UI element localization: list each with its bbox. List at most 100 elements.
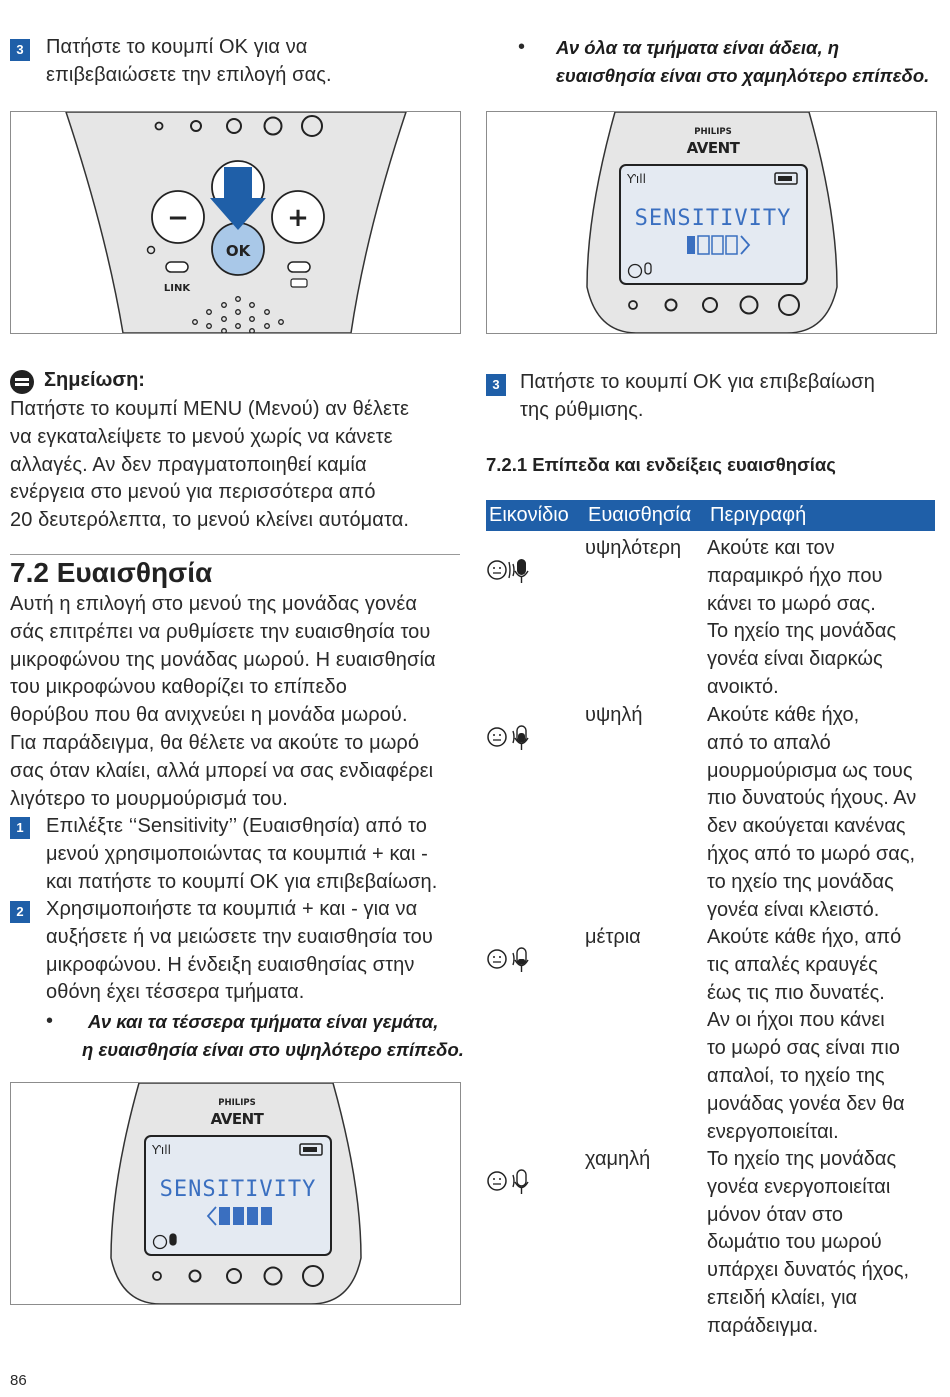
step-number-badge: 3	[10, 39, 30, 61]
table-header: Εικονίδιο Ευαισθησία Περιγραφή	[486, 500, 935, 531]
step-text-line: της ρύθμισης.	[520, 398, 644, 421]
battery-icon	[774, 172, 798, 185]
microphone-icon	[169, 1233, 177, 1246]
description-line: Ακούτε και τον	[707, 537, 835, 559]
note-line: να εγκαταλείψετε το μενού χωρίς να κάνετ…	[10, 425, 393, 448]
section-intro: Αυτή η επιλογή στο μενού της μονάδας γον…	[10, 591, 436, 813]
intro-line: σας όταν κλαίει, αλλά μπορεί να σας ενδι…	[10, 759, 434, 782]
bullet-text-line: ευαισθησία είναι στο χαμηλότερο επίπεδο.	[556, 64, 930, 86]
intro-line: Αυτή η επιλογή στο μενού της μονάδας γον…	[10, 593, 418, 615]
note-line: αλλαγές. Αν δεν πραγματοποιηθεί καμία	[10, 453, 367, 476]
bullet-text-line: η ευαισθησία είναι στο υψηλότερο επίπεδο…	[82, 1038, 464, 1060]
step1-text: Επιλέξτε ‘‘Sensitivity’’ (Ευαισθησία) απ…	[46, 813, 437, 896]
description-line: μουρμούρισμα ως τους	[707, 759, 913, 782]
step-text-line: επιβεβαιώσετε την επιλογή σας.	[46, 63, 332, 86]
table-header-description: Περιγραφή	[710, 504, 807, 526]
intro-line: του μικροφώνου καθορίζει το επίπεδο	[10, 676, 347, 699]
step-text-line: Επιλέξτε ‘‘Sensitivity’’ (Ευαισθησία) απ…	[46, 815, 428, 837]
step-text-line: οθόνη έχει τέσσερα τμήματα.	[46, 981, 305, 1004]
intro-line: θορύβου που θα ανιχνεύει η μονάδα μωρού.	[10, 704, 408, 727]
description-line: γονέα είναι κλειστό.	[707, 898, 880, 921]
description-line: δωμάτιο του μωρού	[707, 1231, 882, 1254]
sensitivity-level: υψηλότερη	[585, 537, 682, 559]
step-text-line: Χρησιμοποιήστε τα κουμπιά + και - για να	[46, 898, 418, 920]
description-line: γονέα ενεργοποιείται	[707, 1175, 891, 1198]
signal-icon: Ƴıll	[151, 1143, 171, 1157]
description-line: απαλοί, το ηχείο της	[707, 1064, 885, 1087]
sensitivity-description: Ακούτε και τον παραμικρό ήχο που κάνει τ…	[707, 535, 896, 702]
ok-button-label: OK	[226, 242, 252, 260]
battery-icon	[299, 1143, 323, 1156]
bullet-text: Αν και τα τέσσερα τμήματα είναι γεμάτα, …	[82, 1008, 464, 1064]
sensitivity-highest-icon	[487, 559, 529, 583]
intro-line: σάς επιτρέπει να ρυθμίσετε την ευαισθησί…	[10, 620, 431, 643]
display-illustration-high: PHILIPS AVENT Ƴıll SENSITIVITY	[110, 1083, 362, 1304]
sensitivity-level: χαμηλή	[585, 1148, 651, 1170]
step-text-line: μενού χρησιμοποιώντας τα κουμπιά + και -	[46, 842, 428, 865]
bullet-marker: •	[518, 36, 526, 58]
device-illustration: − + OK LINK	[65, 112, 407, 333]
description-line: ανοικτό.	[707, 675, 779, 698]
description-line: Ακούτε κάθε ήχο, από	[707, 926, 902, 948]
sensitivity-level: μέτρια	[585, 926, 641, 948]
arrow-down-icon	[210, 167, 266, 230]
note-title: Σημείωση:	[44, 369, 145, 391]
note-icon	[10, 370, 34, 394]
sensitivity-medium-icon	[487, 947, 529, 972]
description-line: ενεργοποιείται.	[707, 1120, 839, 1143]
step-number-badge: 1	[10, 817, 30, 839]
description-line: Το ηχείο της μονάδας	[707, 620, 897, 643]
brand-philips: PHILIPS	[218, 1098, 255, 1108]
intro-line: μικροφώνου της μονάδας μωρού. Η ευαισθησ…	[10, 648, 436, 671]
figure-ok-button: − + OK LINK	[10, 111, 461, 334]
step-number-badge: 2	[10, 901, 30, 923]
description-line: πιο δυνατούς ήχους. Αν	[707, 787, 917, 810]
sensitivity-description: Ακούτε κάθε ήχο, από το απαλό μουρμούρισ…	[707, 702, 916, 924]
description-line: υπάρχει δυνατός ήχος,	[707, 1259, 910, 1282]
step-text-line: Πατήστε το κουμπί OK για να	[46, 36, 308, 58]
step-text-line: Πατήστε το κουμπί OK για επιβεβαίωση	[520, 371, 875, 393]
sensitivity-level: υψηλή	[585, 704, 643, 726]
description-line: δεν ακούγεται κανένας	[707, 815, 906, 838]
sensitivity-low-icon	[487, 1169, 529, 1194]
note-line: Πατήστε το κουμπί MENU (Μενού) αν θέλετε	[10, 398, 410, 420]
description-line: έως τις πιο δυνατές.	[707, 981, 885, 1004]
step-text: Πατήστε το κουμπί OK για να επιβεβαιώσετ…	[46, 34, 332, 90]
bullet-marker: •	[46, 1010, 54, 1032]
description-line: επειδή κλαίει, για	[707, 1286, 858, 1309]
baby-face-icon	[152, 1234, 168, 1250]
description-line: το μωρό σας είναι πιο	[707, 1037, 900, 1060]
bullet-text-line: Αν όλα τα τμήματα είναι άδεια, η	[556, 37, 840, 58]
figure-display-high: PHILIPS AVENT Ƴıll SENSITIVITY	[10, 1082, 461, 1305]
bullet-text: Αν όλα τα τμήματα είναι άδεια, η ευαισθη…	[556, 34, 929, 90]
step2-text: Χρησιμοποιήστε τα κουμπιά + και - για να…	[46, 896, 433, 1007]
brand-avent: AVENT	[211, 1110, 265, 1128]
description-line: Ακούτε κάθε ήχο,	[707, 704, 860, 726]
signal-icon: Ƴıll	[626, 172, 646, 186]
step-number-badge: 3	[486, 374, 506, 396]
section-divider	[10, 554, 460, 555]
step3-text: Πατήστε το κουμπί OK για επιβεβαίωση της…	[520, 369, 875, 425]
step-text-line: και πατήστε το κουμπί OK για επιβεβαίωση…	[46, 870, 438, 893]
intro-line: Για παράδειγμα, θα θέλετε να ακούτε το μ…	[10, 731, 420, 754]
step-text-line: αυξήσετε ή να μειώσετε την ευαισθησία το…	[46, 925, 433, 948]
description-line: παράδειγμα.	[707, 1314, 819, 1337]
lcd-sensitivity-text: SENSITIVITY	[160, 1177, 317, 1202]
step-text-line: μικροφώνου. Η ένδειξη ευαισθησίας στην	[46, 953, 415, 976]
brand-philips: PHILIPS	[694, 127, 731, 137]
note-line: ενέργεια στο μενού για περισσότερα από	[10, 481, 376, 504]
microphone-icon	[644, 262, 652, 275]
table-header-sensitivity: Ευαισθησία	[588, 504, 692, 526]
description-line: γονέα είναι διαρκώς	[707, 648, 883, 671]
sensitivity-description: Ακούτε κάθε ήχο, από τις απαλές κραυγές …	[707, 924, 905, 1146]
bullet-text-line: Αν και τα τέσσερα τμήματα είναι γεμάτα,	[88, 1011, 439, 1032]
description-line: μονάδας γονέα δεν θα	[707, 1092, 905, 1115]
description-line: τις απαλές κραυγές	[707, 953, 878, 976]
display-illustration-low: PHILIPS AVENT Ƴıll SENSITIVITY	[586, 112, 838, 333]
description-line: Το ηχείο της μονάδας	[707, 1148, 897, 1170]
link-label: LINK	[164, 283, 191, 294]
section-title: 7.2 Ευαισθησία	[10, 557, 213, 588]
table-header-icon: Εικονίδιο	[489, 504, 569, 526]
note-body: Πατήστε το κουμπί MENU (Μενού) αν θέλετε…	[10, 396, 409, 535]
minus-button-label: −	[167, 203, 189, 233]
